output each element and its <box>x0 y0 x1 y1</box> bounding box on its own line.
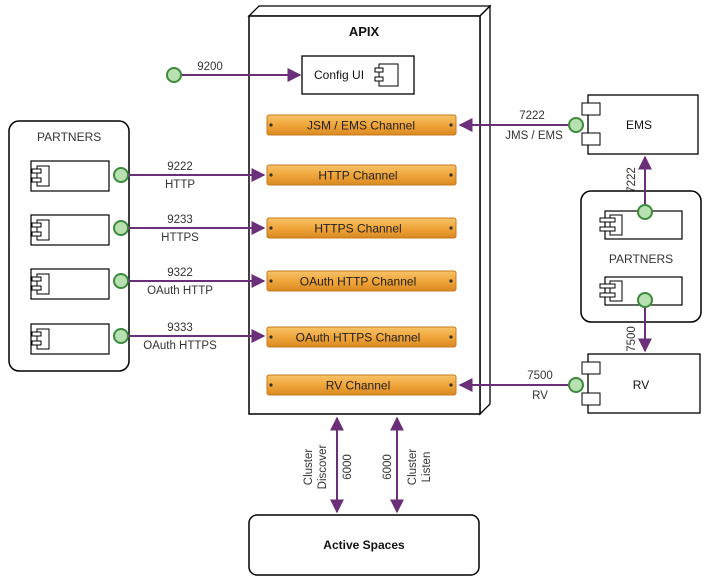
port-label-rv-vertical: 7500 <box>626 326 638 352</box>
port-label-ems-num: 7222 <box>519 110 545 122</box>
port-label-https-num: 9233 <box>167 214 193 226</box>
port-node-oauth-https <box>113 328 129 344</box>
cluster-discover-port: 6000 <box>342 454 354 480</box>
channel-label: JSM / EMS Channel <box>307 119 415 133</box>
port-label-oauth-http-name: OAuth HTTP <box>147 285 213 297</box>
port-label-ems-name: JMS / EMS <box>505 130 563 142</box>
component-icon <box>374 63 399 87</box>
partner-component[interactable] <box>599 276 683 306</box>
partners-left-group: PARTNERS <box>8 120 130 372</box>
port-node-config <box>166 67 182 83</box>
port-node-partner-top <box>637 204 653 220</box>
rv-label: RV <box>633 378 649 392</box>
port-label-config: 9200 <box>197 61 223 73</box>
active-spaces-label: Active Spaces <box>323 538 405 552</box>
port-label-ems-vertical: 7222 <box>626 167 638 193</box>
port-node-http <box>113 167 129 183</box>
partner-component[interactable] <box>30 160 110 192</box>
ems-component[interactable]: EMS <box>581 94 699 155</box>
port-label-rv-num: 7500 <box>527 370 553 382</box>
channel-jms-ems[interactable]: JSM / EMS Channel <box>266 114 457 136</box>
cluster-listen-label-line1: Cluster <box>407 449 419 486</box>
ems-label: EMS <box>626 118 652 132</box>
channel-label: HTTPS Channel <box>314 222 401 236</box>
active-spaces-box[interactable]: Active Spaces <box>248 514 480 576</box>
channel-oauth-https[interactable]: OAuth HTTPS Channel <box>266 326 457 348</box>
partners-left-title: PARTNERS <box>37 130 101 144</box>
partner-component[interactable] <box>30 214 110 246</box>
cluster-listen-label-line2: Listen <box>421 452 433 483</box>
channel-label: OAuth HTTP Channel <box>300 275 417 289</box>
port-node-partner-bottom <box>637 292 653 308</box>
cluster-discover-label-line1: Cluster <box>303 449 315 486</box>
cluster-discover-label-line2: Discover <box>317 444 329 489</box>
port-node-https <box>113 220 129 236</box>
config-ui-label: Config UI <box>314 68 364 82</box>
partner-component[interactable] <box>30 268 110 300</box>
port-label-https-name: HTTPS <box>161 232 199 244</box>
channel-label: HTTP Channel <box>318 169 397 183</box>
config-ui-component[interactable]: Config UI <box>301 55 415 95</box>
partner-component[interactable] <box>30 323 110 355</box>
port-node-oauth-http <box>113 273 129 289</box>
channel-label: OAuth HTTPS Channel <box>296 331 421 345</box>
channel-label: RV Channel <box>326 379 391 393</box>
port-label-http-name: HTTP <box>165 179 195 191</box>
apix-title: APIX <box>349 24 380 39</box>
port-nodes <box>113 67 653 393</box>
port-label-http-num: 9222 <box>167 161 193 173</box>
channel-oauth-http[interactable]: OAuth HTTP Channel <box>266 270 457 292</box>
channel-https[interactable]: HTTPS Channel <box>266 217 457 239</box>
channel-http[interactable]: HTTP Channel <box>266 164 457 186</box>
cluster-listen-port: 6000 <box>382 454 394 480</box>
partners-right-group: PARTNERS <box>580 190 702 323</box>
partners-right-title: PARTNERS <box>609 252 673 266</box>
port-label-oauth-https-name: OAuth HTTPS <box>143 340 217 352</box>
port-label-oauth-https-num: 9333 <box>167 322 193 334</box>
connectors <box>129 68 652 514</box>
port-label-oauth-http-num: 9322 <box>167 267 193 279</box>
channel-rv[interactable]: RV Channel <box>266 374 457 396</box>
port-label-rv-name: RV <box>532 390 548 402</box>
port-node-rv <box>568 377 584 393</box>
rv-component[interactable]: RV <box>581 353 701 414</box>
port-node-ems <box>568 117 584 133</box>
